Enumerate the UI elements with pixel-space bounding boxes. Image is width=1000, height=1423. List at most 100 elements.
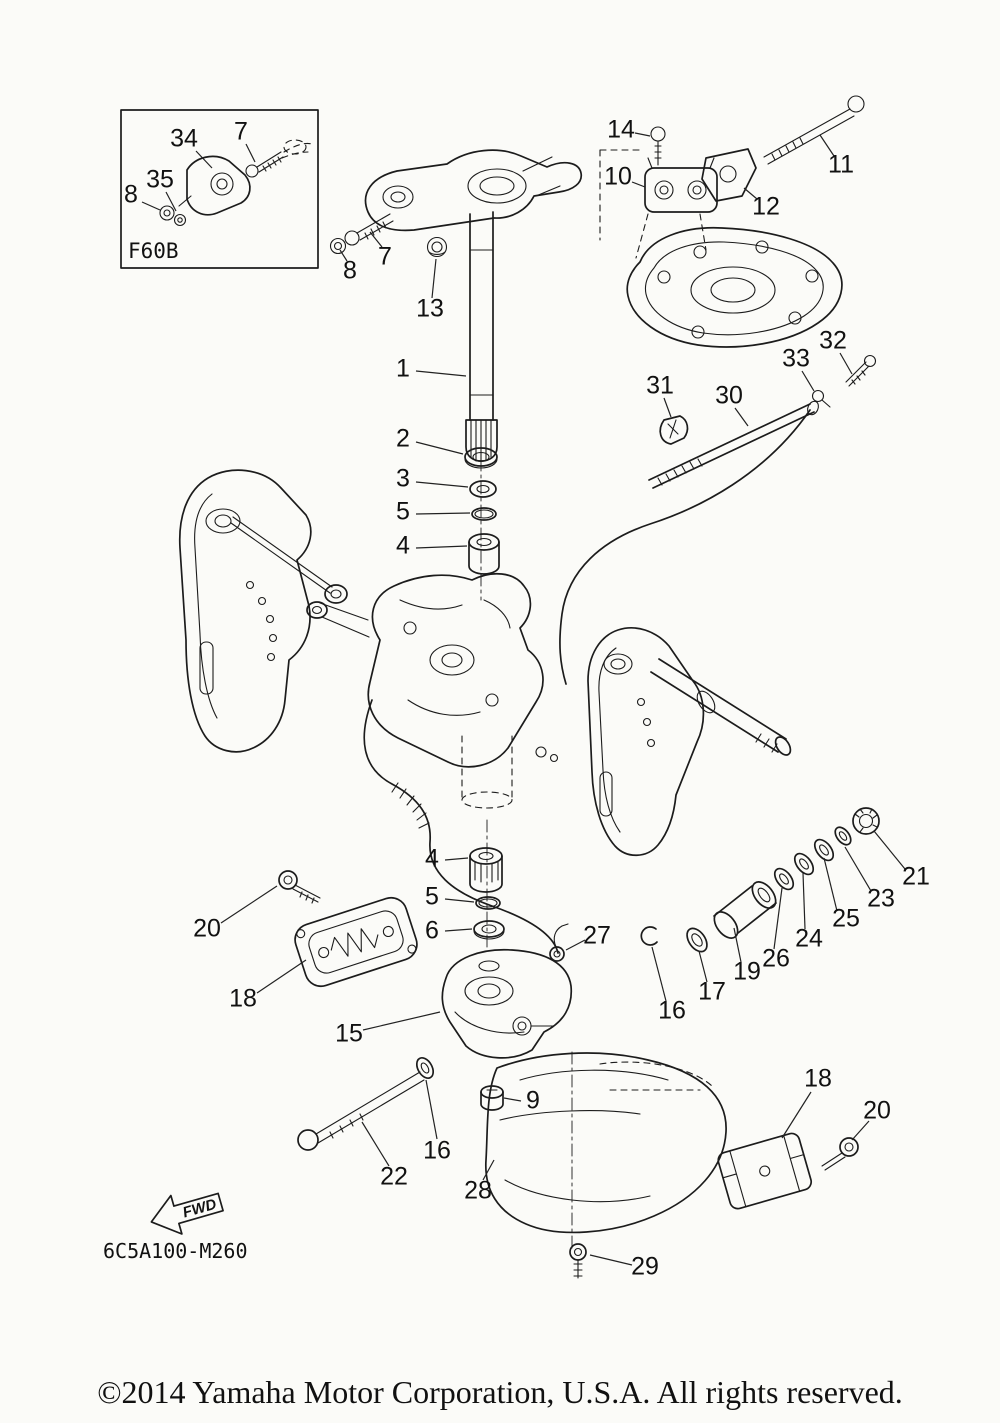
f60b-inset: F60B: [120, 109, 319, 269]
lower-housing-cover: [297, 1051, 727, 1279]
bushing-17-inner: [691, 933, 703, 947]
washer-35-inset: [173, 213, 187, 227]
callout-10: 10: [604, 163, 632, 191]
washer-2-thickness: [464, 458, 498, 469]
mount-15-bore: [464, 976, 514, 1006]
mount-15-detail: [454, 1011, 555, 1034]
callout-20: 20: [863, 1097, 891, 1125]
upper-mount-right: [640, 807, 880, 953]
leader-line-28: [482, 1159, 495, 1181]
bushing-4-top: [468, 533, 500, 551]
washer-2: [464, 447, 498, 467]
mount-19-end-right: [751, 881, 777, 909]
leader-line-16: [651, 946, 667, 1002]
screw-32-shaft: [845, 361, 870, 387]
swivel-bore: [429, 644, 475, 676]
mount-15-boss: [478, 960, 500, 972]
mount-19-end-inner: [757, 887, 771, 903]
callout-5: 5: [425, 883, 439, 911]
leader-line-20: [220, 885, 278, 924]
callout-31: 31: [646, 372, 674, 400]
callout-26: 26: [762, 945, 790, 973]
leader-line-9: [503, 1097, 522, 1102]
clamp-left-contour: [194, 493, 218, 719]
anode-18-left-body: [294, 896, 418, 988]
plate-bolt-hole: [805, 269, 819, 283]
screw-32-threads: [851, 370, 866, 385]
copyright-text: ©2014 Yamaha Motor Corporation, U.S.A. A…: [97, 1374, 903, 1410]
bracket-34-hole: [210, 172, 234, 196]
leader-line-13: [431, 258, 437, 299]
washer-24-inner: [799, 858, 809, 870]
callout-22: 22: [380, 1163, 408, 1191]
inset-model-label: F60B: [128, 239, 179, 263]
callout-34: 34: [170, 125, 198, 153]
mount-15-side-hole-inner: [517, 1021, 527, 1031]
bolt-7-threads: [364, 221, 387, 240]
washer-stack-upper: [464, 447, 500, 575]
hidden-cylinder: [461, 735, 513, 801]
trim-rod-30: [648, 403, 815, 489]
shaft-steps: [469, 249, 494, 396]
anode-18-right-hole: [759, 1165, 771, 1177]
leader-line-11: [819, 134, 835, 157]
leader-line-33: [801, 370, 815, 392]
leader-line-26: [773, 887, 783, 950]
clamp-bracket-left-body: [178, 469, 312, 753]
nut-8: [329, 237, 347, 255]
clamp-bracket-right-body: [587, 627, 705, 857]
exhaust-plate: [626, 226, 843, 348]
nut-21-flutes: [854, 808, 878, 833]
arm-bushing-inner: [311, 605, 323, 615]
nut-21-inner: [858, 813, 874, 829]
arm-bushing: [306, 601, 328, 619]
washer-3: [469, 480, 497, 498]
bushing-4-inner: [476, 537, 492, 547]
plate-bolt-hole: [691, 325, 705, 339]
washer-2-inner: [472, 451, 490, 463]
bolt-29-head: [569, 1243, 587, 1261]
oring-5-inner: [474, 509, 494, 519]
leader-line-10: [631, 181, 646, 188]
arm-hole-inner: [390, 191, 406, 203]
bolt-22-threads: [329, 1113, 364, 1139]
anode-18-right-detail: [722, 1134, 805, 1208]
bushing-4b-body: [469, 855, 503, 893]
leader-line-29: [589, 1254, 633, 1266]
bracket-10: [644, 167, 718, 213]
callout-8: 8: [124, 181, 138, 209]
callout-17: 17: [698, 978, 726, 1006]
callout-7: 7: [378, 243, 392, 271]
clip-33-tail: [821, 399, 831, 408]
exhaust-opening-inner: [710, 277, 756, 303]
bolt-7-shaft: [356, 213, 394, 241]
callout-28: 28: [464, 1177, 492, 1205]
arm-boss: [467, 168, 527, 204]
leader-line-35: [165, 191, 177, 212]
clamp-31: [659, 415, 689, 445]
hidden-cylinder-end: [461, 791, 513, 809]
adjust-hole: [636, 697, 646, 707]
adjust-hole: [646, 738, 656, 748]
bolt-14-head: [650, 126, 666, 142]
bolt-20-left-head: [278, 870, 298, 890]
callout-33: 33: [782, 345, 810, 373]
tilt-tube-washer: [696, 690, 716, 714]
leader-line-30: [734, 407, 749, 427]
adjust-hole: [268, 633, 278, 643]
nut-21: [852, 807, 880, 835]
callout-7: 7: [234, 118, 248, 146]
callout-14: 14: [607, 116, 635, 144]
swivel-bracket-body: [367, 572, 544, 768]
leader-line-23: [844, 846, 872, 892]
anode-screw: [296, 929, 306, 939]
washer-16-bottom-inner: [420, 1062, 430, 1074]
bolt-20-left: [278, 870, 321, 904]
callout-18: 18: [229, 985, 257, 1013]
bolt-20-right-head: [839, 1137, 859, 1157]
callout-29: 29: [631, 1253, 659, 1281]
anode-hole: [318, 946, 330, 959]
arm-yoke: [522, 156, 561, 197]
leader-line-25: [823, 857, 838, 912]
clamp-right-pivot-hole: [603, 653, 633, 675]
